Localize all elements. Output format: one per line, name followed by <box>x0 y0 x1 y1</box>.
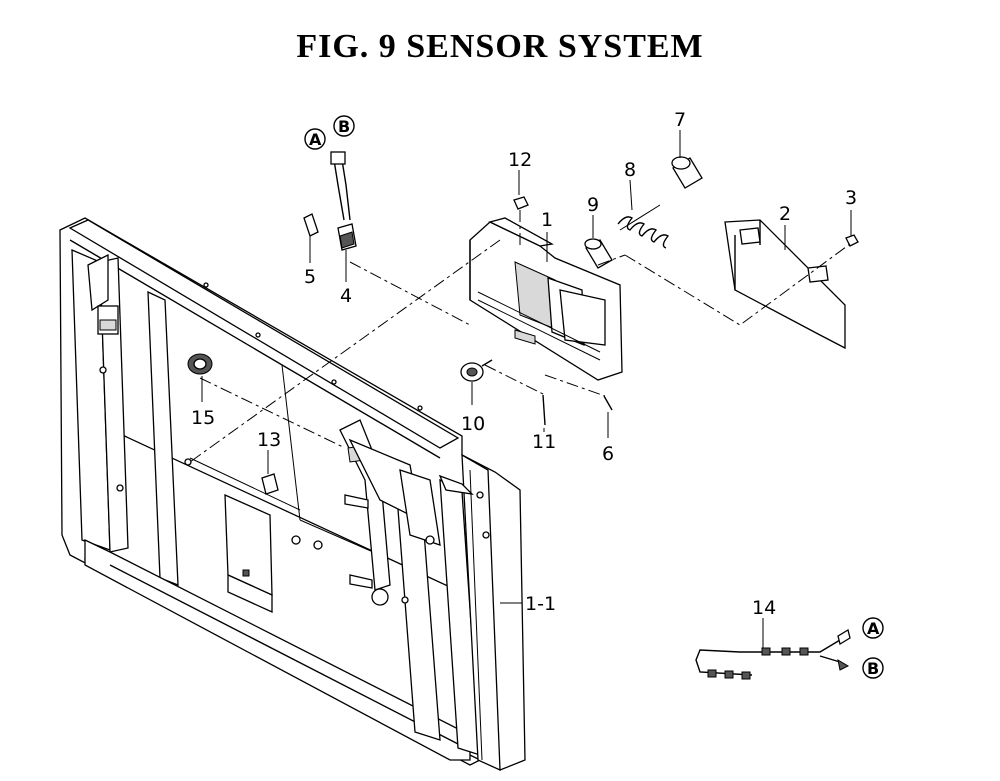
part-2-cover <box>724 219 846 350</box>
part-13-clip <box>261 473 279 495</box>
assembly-lines <box>189 210 851 463</box>
part-5-pin <box>303 213 319 237</box>
connector-a-right: A <box>867 619 880 638</box>
callout-7: 7 <box>674 109 686 131</box>
callouts: 1 2 3 4 5 6 7 8 9 10 11 12 13 14 15 1-1 <box>191 109 857 648</box>
callout-11: 11 <box>532 431 556 453</box>
frame-assembly <box>59 217 526 772</box>
part-3-nut <box>845 234 859 247</box>
callout-1: 1 <box>541 209 553 231</box>
part-9-spacer <box>584 238 613 269</box>
callout-6: 6 <box>602 443 614 465</box>
connector-b-top: B <box>338 117 350 136</box>
callout-13: 13 <box>257 429 281 451</box>
callout-12: 12 <box>508 149 532 171</box>
connector-markers: A B A B <box>304 115 884 679</box>
connector-a-top: A <box>309 130 322 149</box>
part-11-rod <box>542 394 546 426</box>
callout-10: 10 <box>461 413 485 435</box>
callout-15: 15 <box>191 407 215 429</box>
part-15-grommet <box>187 353 213 375</box>
callout-14: 14 <box>752 597 776 619</box>
callout-1-1: 1-1 <box>525 593 556 615</box>
callout-5: 5 <box>304 266 316 288</box>
callout-9: 9 <box>587 194 599 216</box>
part-10-knob <box>460 359 493 382</box>
callout-3: 3 <box>845 187 857 209</box>
connector-b-right: B <box>867 659 879 678</box>
part-14-harness <box>695 628 851 680</box>
callout-2: 2 <box>779 203 791 225</box>
part-7-cap <box>671 156 703 189</box>
part-1-sensor-bracket <box>469 217 623 381</box>
callout-4: 4 <box>340 285 352 307</box>
part-12-nut <box>513 196 529 210</box>
callout-8: 8 <box>624 159 636 181</box>
figure-title: FIG. 9 SENSOR SYSTEM <box>296 28 704 65</box>
part-4-sensor-cable <box>330 151 357 251</box>
part-6-screw <box>603 395 613 411</box>
part-8-spring <box>617 204 670 249</box>
